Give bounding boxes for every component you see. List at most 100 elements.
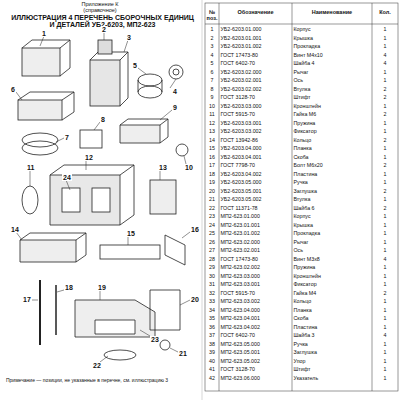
footnote: Примечание — позиции, не указанные в пер… — [6, 378, 196, 383]
table-cell: УБ2-6203.01.000 — [221, 27, 262, 32]
callout-number: 3 — [126, 34, 132, 41]
callout-number: 23 — [150, 336, 160, 343]
table-cell: 1 — [374, 214, 397, 219]
table-cell: УБ2-6203.04.002 — [221, 172, 262, 177]
table-cell: УБ2-6203.05.000 — [221, 180, 262, 185]
table-cell: 1 — [374, 78, 397, 83]
table-cell: Скоба — [294, 316, 309, 321]
callout-number: 5 — [132, 62, 138, 69]
callout-number: 20 — [190, 296, 200, 303]
table-cell: 20 — [207, 189, 218, 194]
table-cell: Шайба 3 — [294, 333, 315, 338]
table-cell: 32 — [207, 291, 218, 296]
table-cell: Ручка — [294, 180, 308, 185]
table-cell: 1 — [374, 197, 397, 202]
callout-number: 21 — [178, 350, 188, 357]
table-cell: Фиксатор — [294, 129, 317, 134]
callout-number: 14 — [10, 226, 20, 233]
table-cell: УБ2-6203.02.001 — [221, 78, 262, 83]
table-cell: Скоба — [294, 155, 309, 160]
table-cell: 1 — [374, 274, 397, 279]
table-cell: Гайка М4 — [294, 291, 317, 296]
table-cell: 4 — [207, 53, 218, 58]
table-cell: 1 — [374, 299, 397, 304]
table-cell: ГОСТ 3128-70 — [221, 95, 256, 100]
table-cell: 12 — [207, 121, 218, 126]
table-cell: 1 — [374, 316, 397, 321]
table-cell: 1 — [374, 172, 397, 177]
table-cell: Заглушка — [294, 189, 317, 194]
table-cell: Шайба 4 — [294, 61, 315, 66]
table-cell: ГОСТ 17473-80 — [221, 53, 258, 58]
callout-number: 1 — [41, 30, 47, 37]
table-cell: Заглушка — [294, 350, 317, 355]
table-cell: 27 — [207, 248, 218, 253]
callout-number: 16 — [190, 226, 200, 233]
table-cell: Кольцо — [294, 138, 312, 143]
table-cell: 21 — [207, 197, 218, 202]
table-cell: 14 — [207, 138, 218, 143]
table-cell: 1 — [374, 240, 397, 245]
table-cell: ГОСТ 17473-80 — [221, 257, 258, 262]
table-cell: Ось — [294, 248, 304, 253]
callout-number: 17 — [22, 296, 32, 303]
table-cell: 38 — [207, 342, 218, 347]
table-cell: МП2-623.05.001 — [221, 350, 260, 355]
table-cell: Болт М6х20 — [294, 163, 323, 168]
table-cell: 2 — [374, 87, 397, 92]
table-cell: 1 — [374, 376, 397, 381]
table-cell: Винт М3х8 — [294, 257, 320, 262]
table-cell: 1 — [374, 325, 397, 330]
table-cell: УБ2-6203.04.000 — [221, 146, 262, 151]
table-cell: 13 — [207, 129, 218, 134]
table-cell: МП2-623.04.000 — [221, 308, 260, 313]
table-cell: МП2-623.05.000 — [221, 342, 260, 347]
table-cell: 11 — [207, 112, 218, 117]
table-cell: УБ2-6203.03.000 — [221, 104, 262, 109]
table-cell: 2 — [374, 138, 397, 143]
table-cell: Планка — [294, 146, 312, 151]
table-cell: Рычаг — [294, 240, 309, 245]
table-cell: МП2-623.01.002 — [221, 231, 260, 236]
table-cell: 10 — [207, 104, 218, 109]
table-cell: 16 — [207, 155, 218, 160]
table-cell: 6 — [207, 70, 218, 75]
table-cell: 36 — [207, 325, 218, 330]
table-cell: 5 — [207, 61, 218, 66]
table-cell: 17 — [207, 163, 218, 168]
table-cell: МП2-623.02.002 — [221, 265, 260, 270]
table-cell: 18 — [207, 172, 218, 177]
table-cell: 30 — [207, 274, 218, 279]
table-cell: Указатель — [294, 376, 319, 381]
table-cell: Крышка — [294, 36, 313, 41]
callout-number: 12 — [84, 154, 94, 161]
table-cell: МП2-623.02.000 — [221, 240, 260, 245]
callout-number: 4 — [172, 88, 178, 95]
table-cell: Втулка — [294, 87, 311, 92]
table-cell: УБ2-6203.03.001 — [221, 121, 262, 126]
callout-number: 6 — [10, 86, 16, 93]
table-cell: Корпус — [294, 27, 311, 32]
table-cell: 1 — [207, 27, 218, 32]
table-cell: 4 — [374, 333, 397, 338]
table-cell: 1 — [374, 350, 397, 355]
table-cell: 1 — [374, 308, 397, 313]
table-cell: Кронштейн — [294, 274, 321, 279]
table-cell: Винт М4х10 — [294, 53, 323, 58]
table-cell: УБ2-6203.05.001 — [221, 189, 262, 194]
table-cell: 1 — [374, 155, 397, 160]
table-cell: 2 — [374, 189, 397, 194]
table-cell: ГОСТ 3128-70 — [221, 367, 256, 372]
table-cell: Гайка М6 — [294, 112, 317, 117]
table-cell: 31 — [207, 282, 218, 287]
table-cell: 42 — [207, 376, 218, 381]
table-cell: Пружина — [294, 265, 316, 270]
table-cell: 33 — [207, 299, 218, 304]
table-cell: Ручка — [294, 342, 308, 347]
table-cell: ГОСТ 7798-70 — [221, 163, 256, 168]
table-cell: 22 — [207, 206, 218, 211]
table-cell: УБ2-6203.02.000 — [221, 70, 262, 75]
table-cell: 1 — [374, 282, 397, 287]
